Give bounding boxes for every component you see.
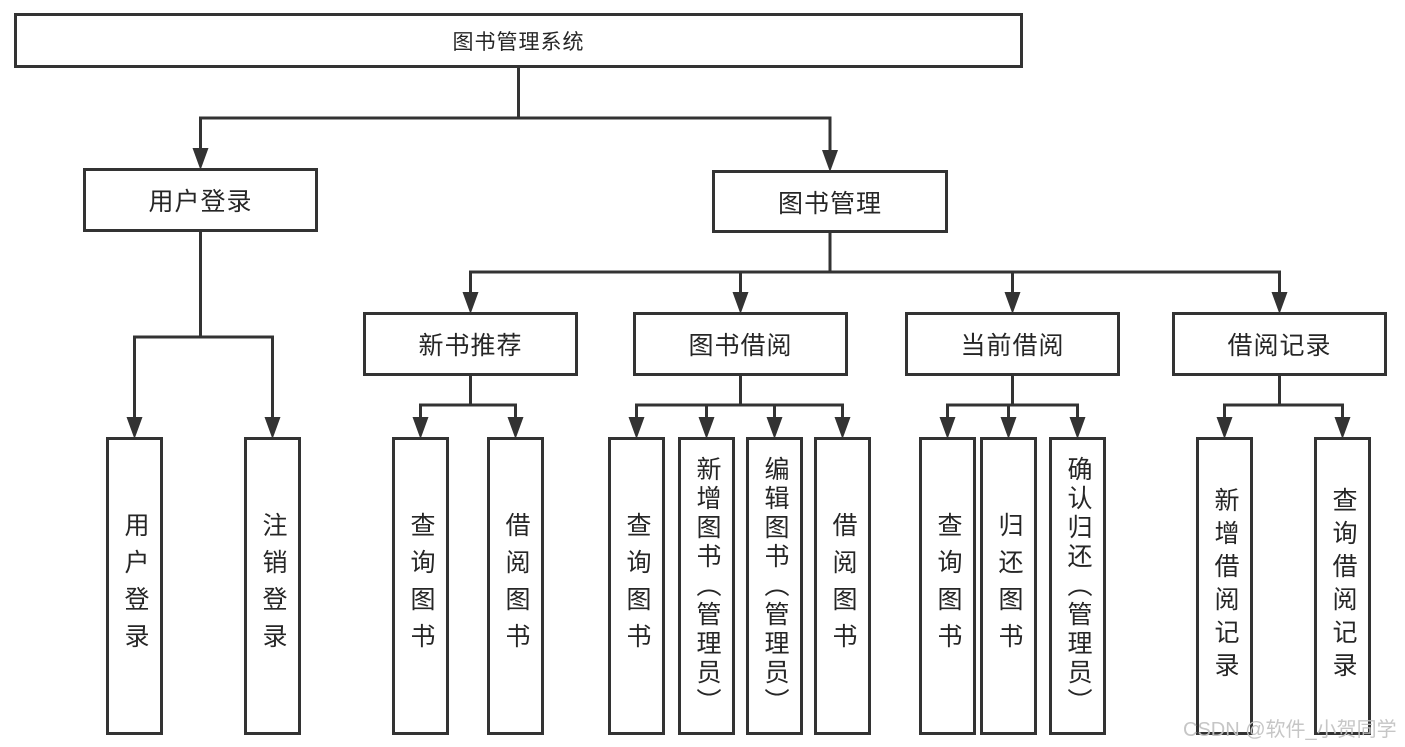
arrowhead-icon bbox=[1271, 292, 1288, 314]
node-br-add: 新增借阅记录 bbox=[1196, 437, 1253, 735]
node-new-book-rec: 新书推荐 bbox=[363, 312, 578, 376]
node-label: 注销登录 bbox=[259, 512, 287, 660]
node-label: 图书借阅 bbox=[688, 332, 793, 360]
arrowhead-icon bbox=[834, 417, 851, 439]
node-label: 新增借阅记录 bbox=[1211, 487, 1239, 685]
arrowhead-icon bbox=[192, 148, 209, 170]
node-label: 查询图书 bbox=[623, 512, 651, 660]
node-label: 当前借阅 bbox=[960, 332, 1065, 360]
arrowhead-icon bbox=[462, 292, 479, 314]
node-label: 用户登录 bbox=[148, 188, 253, 216]
arrowhead-icon bbox=[698, 417, 715, 439]
node-label: 新书推荐 bbox=[418, 332, 523, 360]
arrowhead-icon bbox=[822, 150, 838, 172]
arrowhead-icon bbox=[507, 417, 524, 439]
arrowhead-icon bbox=[628, 417, 645, 439]
node-current-borrow: 当前借阅 bbox=[905, 312, 1120, 376]
node-label: 借阅图书 bbox=[502, 512, 530, 660]
node-label: 查询图书 bbox=[407, 512, 435, 660]
node-bb-borrow: 借阅图书 bbox=[814, 437, 871, 735]
node-root: 图书管理系统 bbox=[14, 13, 1023, 68]
node-label: 归还图书 bbox=[995, 512, 1023, 660]
arrowhead-icon bbox=[1334, 417, 1351, 439]
node-label: 新增图书（管理员） bbox=[693, 455, 721, 717]
arrowhead-icon bbox=[1216, 417, 1233, 439]
node-nb-borrow: 借阅图书 bbox=[487, 437, 544, 735]
arrowhead-icon bbox=[766, 417, 783, 439]
node-nb-query: 查询图书 bbox=[392, 437, 449, 735]
arrowhead-icon bbox=[412, 417, 429, 439]
watermark: CSDN @软件_小贺同学 bbox=[1183, 719, 1397, 741]
node-cb-return: 归还图书 bbox=[980, 437, 1037, 735]
node-label: 查询图书 bbox=[934, 512, 962, 660]
node-cb-confirm: 确认归还（管理员） bbox=[1049, 437, 1106, 735]
node-book-borrow: 图书借阅 bbox=[633, 312, 848, 376]
node-label: 查询借阅记录 bbox=[1329, 487, 1357, 685]
node-book-mgmt: 图书管理 bbox=[712, 170, 948, 233]
arrowhead-icon bbox=[264, 417, 281, 439]
arrowhead-icon bbox=[1000, 417, 1017, 439]
node-leaf-user-login: 用户登录 bbox=[106, 437, 163, 735]
node-label: 用户登录 bbox=[121, 512, 149, 660]
node-label: 确认归还（管理员） bbox=[1064, 455, 1092, 717]
arrowhead-icon bbox=[126, 417, 143, 439]
node-leaf-logout: 注销登录 bbox=[244, 437, 301, 735]
node-label: 图书管理系统 bbox=[452, 30, 585, 54]
node-label: 借阅记录 bbox=[1227, 332, 1332, 360]
arrowhead-icon bbox=[732, 292, 749, 314]
node-cb-query: 查询图书 bbox=[919, 437, 976, 735]
node-label: 编辑图书（管理员） bbox=[761, 455, 789, 717]
node-borrow-records: 借阅记录 bbox=[1172, 312, 1387, 376]
arrowhead-icon bbox=[1004, 292, 1021, 314]
node-label: 图书管理 bbox=[777, 189, 882, 218]
node-bb-query: 查询图书 bbox=[608, 437, 665, 735]
node-bb-edit: 编辑图书（管理员） bbox=[746, 437, 803, 735]
node-bb-add: 新增图书（管理员） bbox=[678, 437, 735, 735]
node-label: 借阅图书 bbox=[829, 512, 857, 660]
node-user-login: 用户登录 bbox=[83, 168, 318, 232]
node-br-query: 查询借阅记录 bbox=[1314, 437, 1371, 735]
arrowhead-icon bbox=[939, 417, 956, 439]
arrowhead-icon bbox=[1069, 417, 1086, 439]
